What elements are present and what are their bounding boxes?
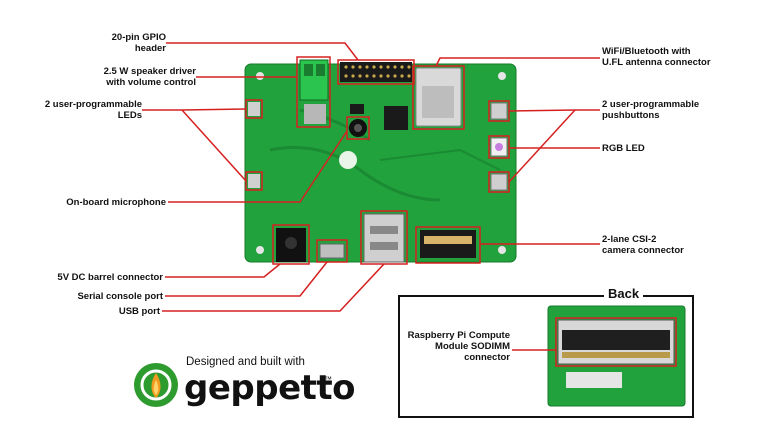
serial-port: [319, 243, 345, 259]
label-microphone: On-board microphone: [66, 197, 166, 208]
label-csi-connector: 2-lane CSI-2 camera connector: [602, 234, 684, 256]
back-panel-frame: [398, 295, 694, 418]
gpio-header: [340, 62, 412, 82]
label-user-leds: 2 user-programmable LEDs: [44, 99, 142, 121]
label-barrel-connector: 5V DC barrel connector: [57, 272, 163, 283]
back-pcb: [547, 305, 686, 407]
brand-trademark: ™: [324, 375, 332, 384]
label-wifi-bluetooth: WiFi/Bluetooth with U.FL antenna connect…: [602, 46, 711, 68]
geppetto-logo-icon: [134, 363, 178, 407]
pushbutton-2: [490, 173, 508, 191]
brand-name: geppetto: [184, 368, 356, 408]
led-1: [248, 102, 260, 116]
led-2: [248, 174, 260, 188]
label-rgb-led: RGB LED: [602, 143, 645, 154]
label-user-pushbuttons: 2 user-programmable pushbuttons: [602, 99, 700, 121]
label-usb-port: USB port: [118, 306, 160, 317]
label-sodimm-connector: Raspberry Pi Compute Module SODIMM conne…: [407, 330, 510, 363]
label-gpio-header: 20-pin GPIO header: [111, 32, 166, 54]
label-serial-console: Serial console port: [77, 291, 163, 302]
usb-port: [363, 213, 405, 263]
back-panel-title: Back: [604, 286, 644, 301]
pushbutton-1: [490, 102, 508, 120]
label-speaker-driver: 2.5 W speaker driver with volume control: [103, 66, 196, 88]
brand-tagline: Designed and built with: [186, 356, 305, 368]
